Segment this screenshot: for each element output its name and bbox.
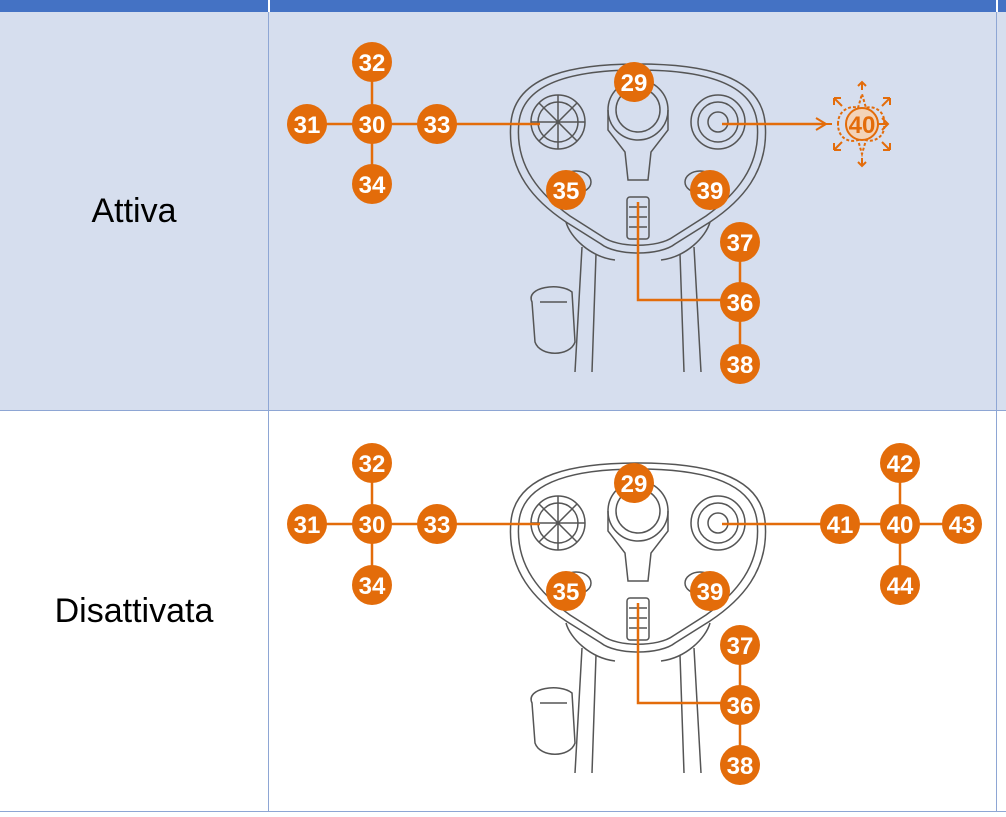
svg-text:40: 40 [887, 512, 914, 539]
callout-badge-37: 37 [720, 222, 760, 262]
svg-text:38: 38 [727, 352, 754, 379]
callout-badge-33: 33 [417, 104, 457, 144]
callout-badge-40: 40 [880, 504, 920, 544]
callout-badge-43: 43 [942, 504, 982, 544]
callout-badge-39: 39 [690, 170, 730, 210]
callout-badge-32: 32 [352, 443, 392, 483]
svg-text:31: 31 [294, 512, 321, 539]
column-divider [268, 12, 269, 812]
svg-text:32: 32 [359, 50, 386, 77]
joystick-diagram-inactive: 32 31 30 33 34 29 35 39 42 41 40 43 44 3… [287, 443, 982, 785]
eight-direction-arrows-icon [788, 80, 891, 168]
svg-text:30: 30 [359, 512, 386, 539]
svg-text:40: 40 [849, 112, 876, 139]
callout-badge-38: 38 [720, 745, 760, 785]
callout-badge-32: 32 [352, 42, 392, 82]
callout-badge-39: 39 [690, 571, 730, 611]
callout-lines [306, 463, 962, 763]
callout-badge-29: 29 [614, 463, 654, 503]
svg-text:39: 39 [697, 178, 724, 205]
svg-text:32: 32 [359, 451, 386, 478]
table-row-disattivata: Disattivata [0, 411, 1006, 811]
svg-text:33: 33 [424, 512, 451, 539]
callout-badge-35: 35 [546, 571, 586, 611]
joystick-diagram-active: 40 32 31 30 33 34 29 35 39 37 36 38 [287, 42, 891, 384]
callout-badge-38: 38 [720, 344, 760, 384]
callout-badge-40: 40 [845, 107, 879, 141]
callout-badge-33: 33 [417, 504, 457, 544]
svg-text:35: 35 [553, 178, 580, 205]
callout-badge-30: 30 [352, 104, 392, 144]
callout-badge-37: 37 [720, 625, 760, 665]
svg-text:43: 43 [949, 512, 976, 539]
row-label-attiva: Attiva [91, 191, 177, 230]
svg-text:31: 31 [294, 112, 321, 139]
header-divider [996, 0, 998, 12]
row-label-disattivata: Disattivata [54, 591, 214, 630]
svg-text:44: 44 [887, 573, 914, 600]
svg-text:34: 34 [359, 172, 386, 199]
header-divider [268, 0, 270, 12]
callout-badge-44: 44 [880, 565, 920, 605]
callout-badge-42: 42 [880, 443, 920, 483]
table-bottom-border [0, 811, 1006, 812]
svg-text:29: 29 [621, 70, 648, 97]
row-divider [0, 410, 1006, 411]
callout-badge-29: 29 [614, 62, 654, 102]
callout-badge-31: 31 [287, 504, 327, 544]
svg-text:37: 37 [727, 633, 754, 660]
svg-text:30: 30 [359, 112, 386, 139]
table-header-bar [0, 0, 1006, 12]
svg-text:42: 42 [887, 451, 914, 478]
callout-badge-36: 36 [720, 282, 760, 322]
callout-badge-31: 31 [287, 104, 327, 144]
svg-text:36: 36 [727, 693, 754, 720]
svg-text:39: 39 [697, 579, 724, 606]
svg-text:41: 41 [827, 512, 854, 539]
callout-badge-34: 34 [352, 565, 392, 605]
callout-badge-34: 34 [352, 164, 392, 204]
svg-text:33: 33 [424, 112, 451, 139]
table-right-border [996, 12, 997, 812]
svg-text:29: 29 [621, 471, 648, 498]
svg-text:35: 35 [553, 579, 580, 606]
svg-text:36: 36 [727, 290, 754, 317]
callout-badge-35: 35 [546, 170, 586, 210]
callout-badge-30: 30 [352, 504, 392, 544]
svg-text:34: 34 [359, 573, 386, 600]
callout-badge-36: 36 [720, 685, 760, 725]
svg-text:37: 37 [727, 230, 754, 257]
table-row-attiva: Attiva [0, 12, 1006, 410]
svg-text:38: 38 [727, 753, 754, 780]
callout-badge-41: 41 [820, 504, 860, 544]
